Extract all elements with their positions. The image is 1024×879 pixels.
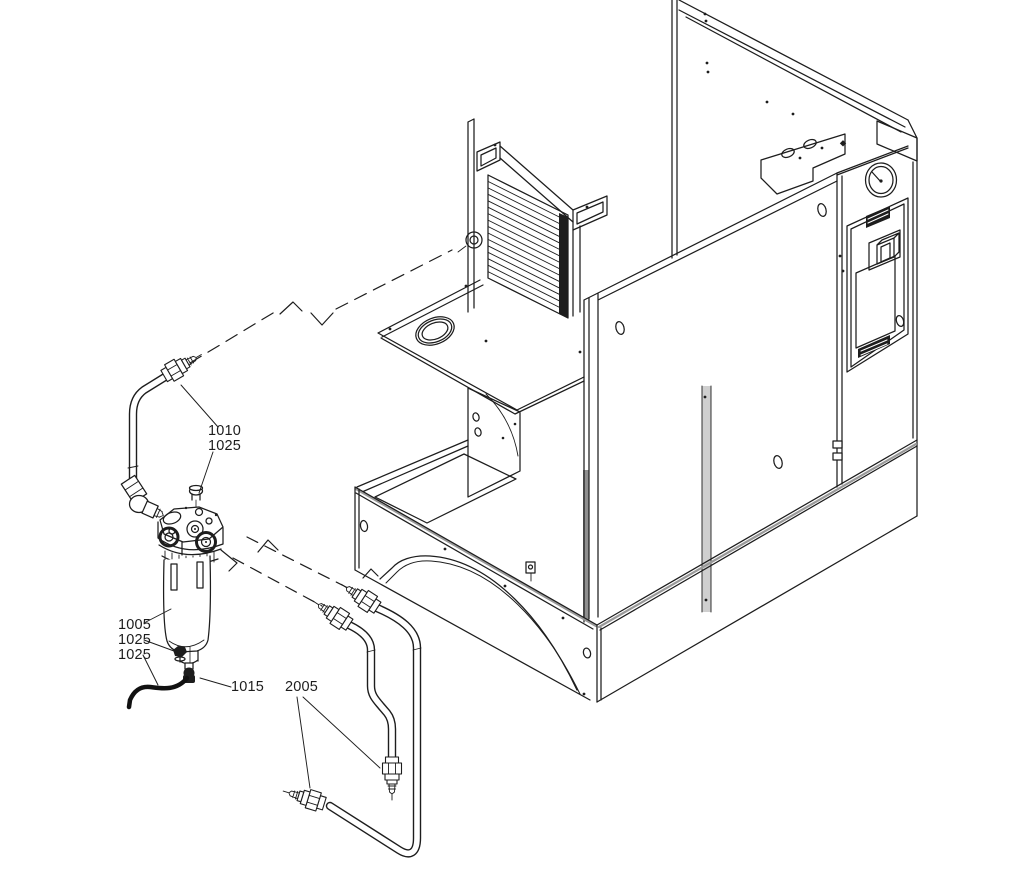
callout-tubes: 2005 (285, 680, 318, 695)
shelf-panel (377, 279, 585, 415)
part-number: 2005 (285, 679, 319, 695)
part-number: 1025 (118, 647, 152, 663)
callout-drain-fitting: 1015 (231, 680, 264, 695)
filter-bowl (163, 555, 212, 666)
tube-right (325, 603, 422, 858)
pressure-gauge (864, 162, 898, 198)
control-recess (846, 197, 909, 373)
access-door (855, 255, 905, 349)
dashed-assembly-lines (189, 249, 453, 607)
fan-housing (467, 387, 521, 498)
leader-lines (142, 384, 381, 789)
filter-head (157, 506, 224, 568)
base-skirt (354, 439, 918, 703)
shelf-gasket-ring (415, 316, 455, 346)
tube-left (344, 620, 397, 762)
part-number: 1015 (231, 679, 265, 695)
inlet-pipe (127, 372, 170, 484)
cabinet-assembly (354, 0, 918, 703)
tube-fitting-left-bottom (381, 756, 403, 801)
partition-panel (525, 172, 838, 623)
bowl-drain-nut (173, 646, 187, 662)
elbow-fitting (120, 474, 164, 519)
drain-hose (126, 675, 190, 710)
back-panel (671, 0, 909, 259)
exchanger-inlet-boss (457, 231, 483, 253)
partition-elbow (525, 561, 536, 582)
tube-fitting-left-top (307, 592, 356, 634)
tube-fitting-right-end (279, 781, 328, 814)
vent-grille (858, 335, 890, 358)
tube-assemblies (279, 575, 422, 858)
part-number: 1005 (118, 617, 152, 633)
heat-exchanger (457, 118, 608, 319)
callout-inlet-fitting: 1010 1025 (208, 424, 241, 454)
part-number: 1025 (118, 632, 152, 648)
panel-label (866, 206, 890, 228)
bulkhead-fitting (158, 345, 207, 385)
filter-assembly (120, 345, 224, 710)
base-tray (356, 439, 517, 524)
part-number: 1025 (208, 438, 242, 454)
callout-filter-assembly: 1005 1025 1025 (118, 618, 151, 663)
dashed-lines-bottom (220, 536, 379, 607)
power-switch (868, 229, 901, 271)
part-number: 1010 (208, 423, 242, 439)
dashed-line-top (189, 249, 453, 364)
front-panel (773, 137, 918, 517)
